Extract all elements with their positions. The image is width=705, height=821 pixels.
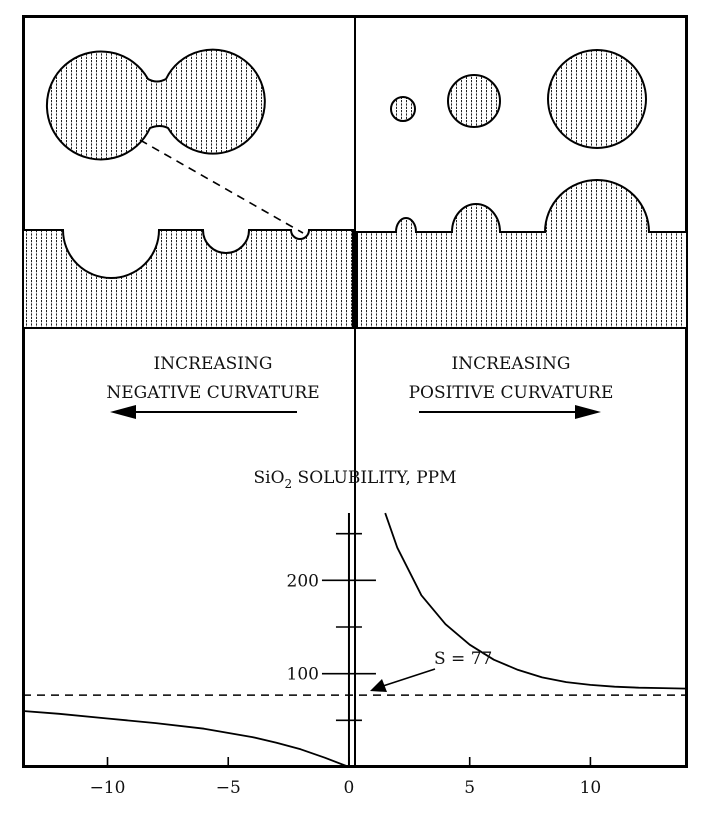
series-layer: [22, 512, 688, 768]
x-axis: −10 −5 0 5 10: [90, 757, 602, 798]
neck-to-notch-dashed-line: [139, 139, 304, 234]
solubility-curve-positive: [384, 512, 688, 690]
pitted-surface-negative: [22, 229, 354, 329]
annotation-arrow: [370, 668, 436, 692]
positive-curvature-line2: POSITIVE CURVATURE: [409, 383, 614, 403]
annotation-label: S = 77: [434, 649, 492, 669]
y-tick-label: 200: [287, 571, 319, 591]
y-tick-label: 100: [287, 665, 319, 685]
positive-curvature-line1: INCREASING: [452, 354, 571, 374]
separate-spheres-illustration: [390, 49, 647, 149]
positive-direction-arrow: [419, 405, 601, 419]
joined-particles-illustration: [45, 48, 266, 161]
solubility-curve-negative: [22, 710, 350, 768]
y-axis-label: SiO2 SOLUBILITY, PPM: [253, 468, 456, 491]
x-tick-label: −5: [216, 778, 241, 798]
x-tick-label: 5: [464, 778, 475, 798]
negative-curvature-line1: INCREASING: [154, 354, 273, 374]
negative-curvature-line2: NEGATIVE CURVATURE: [106, 383, 319, 403]
bumpy-surface-positive: [356, 179, 688, 329]
negative-direction-arrow: [110, 405, 297, 419]
x-tick-label: −10: [90, 778, 126, 798]
y-axis: 100 200: [287, 513, 376, 767]
x-tick-label: 10: [580, 778, 602, 798]
x-tick-label: 0: [344, 778, 355, 798]
